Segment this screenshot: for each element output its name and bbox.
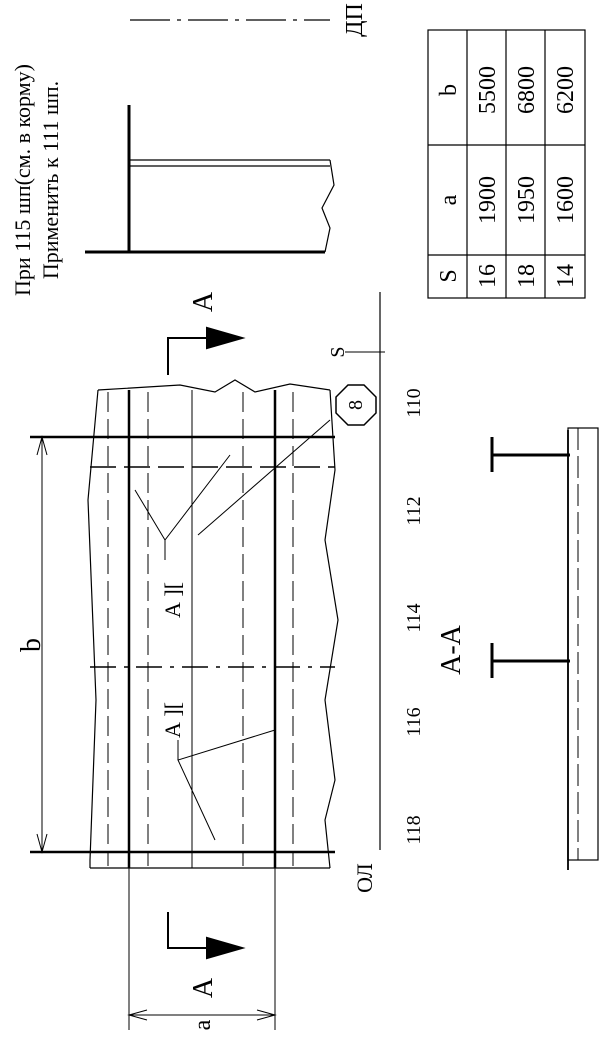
tick-label: 114 — [403, 603, 425, 632]
section-aa-drawing — [490, 427, 599, 870]
leader-lines — [134, 351, 385, 841]
table-cell: 14 — [553, 264, 579, 288]
dimensions-table — [427, 29, 586, 299]
section-mark-top-letter: А — [188, 291, 219, 312]
table-header-s: S — [436, 269, 462, 282]
dim-label-b: b — [16, 638, 47, 652]
table-cell: 16 — [475, 264, 501, 288]
frame-detail-sketch — [85, 105, 335, 254]
label-s: S — [327, 346, 349, 357]
section-mark-bottom-letter: А — [188, 977, 219, 998]
table-cell: 1900 — [475, 176, 501, 224]
label-dp: ДП — [342, 3, 368, 37]
weld-mark-lower: А ][ — [160, 702, 185, 738]
tick-label: 112 — [403, 496, 425, 525]
table-header-a: a — [436, 194, 462, 205]
table-cell: 6200 — [553, 66, 579, 114]
table-cell: 6800 — [514, 66, 540, 114]
table-cell: 1950 — [514, 176, 540, 224]
label-ol: ОЛ — [352, 863, 377, 893]
octagon-number: 8 — [345, 400, 367, 410]
table-cell: 5500 — [475, 66, 501, 114]
octagon-callout — [335, 384, 377, 426]
dimension-a — [127, 868, 277, 1030]
note-line-1: При 115 шп(см. в корму) — [10, 64, 35, 296]
tick-label: 118 — [403, 815, 425, 844]
section-mark-top — [167, 326, 246, 375]
frame-tick-labels: 110 112 114 116 118 — [403, 388, 425, 844]
dimension-b — [36, 435, 48, 854]
table-cell: 1600 — [553, 176, 579, 224]
table-cell: 18 — [514, 264, 540, 288]
section-title: А-А — [436, 624, 467, 675]
section-mark-bottom — [167, 912, 246, 960]
weld-mark-upper: А ][ — [160, 582, 185, 618]
table-text: b a S 5500 1900 16 6800 1950 18 6200 160… — [436, 66, 579, 288]
tick-label: 110 — [403, 388, 425, 417]
dim-label-a: a — [190, 1019, 216, 1030]
plan-view — [30, 379, 339, 869]
note-line-2: Применить к 111 шп. — [38, 81, 63, 279]
table-header-b: b — [436, 84, 462, 96]
tick-label: 116 — [403, 707, 425, 736]
